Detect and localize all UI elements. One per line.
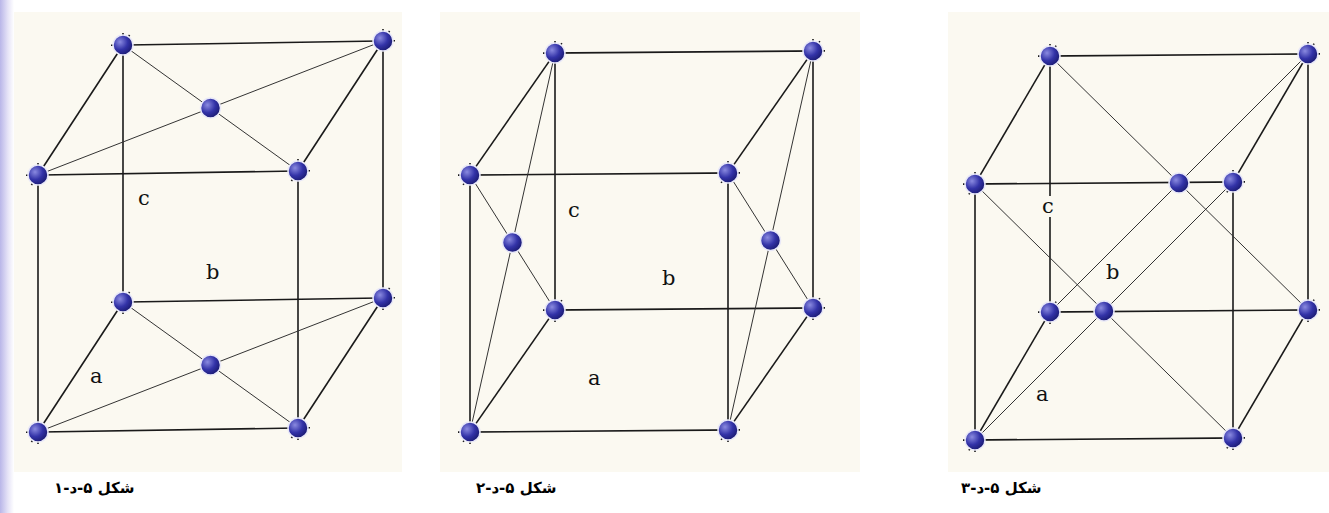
atom bbox=[373, 288, 393, 308]
atom bbox=[1094, 301, 1114, 321]
cell-edge bbox=[1038, 54, 1320, 56]
cell-edge bbox=[974, 172, 976, 452]
atom bbox=[803, 41, 823, 61]
axis-label: a bbox=[1034, 384, 1051, 405]
atom bbox=[1040, 302, 1060, 322]
atom bbox=[1223, 172, 1243, 192]
unit-cell bbox=[458, 39, 825, 444]
cell-edge bbox=[469, 163, 471, 444]
atom bbox=[460, 165, 480, 185]
figure-caption: شکل ۵-د-۲ bbox=[470, 478, 563, 498]
cell-edge bbox=[111, 41, 395, 45]
axis-label: c bbox=[566, 200, 582, 221]
cell-edge bbox=[554, 41, 556, 322]
atom bbox=[460, 422, 480, 442]
face-diagonal bbox=[470, 53, 555, 432]
atom bbox=[373, 31, 393, 51]
axis-label: c bbox=[136, 188, 152, 209]
atom bbox=[965, 174, 985, 194]
cell-edge bbox=[963, 182, 1245, 184]
cell-edge bbox=[463, 43, 562, 185]
cell-edge bbox=[1227, 300, 1314, 449]
unit-cell bbox=[26, 29, 395, 444]
atom bbox=[1298, 300, 1318, 320]
atom bbox=[1298, 44, 1318, 64]
cell-edge bbox=[458, 430, 740, 432]
atom bbox=[113, 35, 133, 55]
face-diagonal bbox=[123, 45, 298, 171]
cell-edge bbox=[31, 35, 129, 185]
atom bbox=[288, 418, 308, 438]
unit-cell bbox=[963, 42, 1320, 452]
axis-label: b bbox=[204, 262, 221, 283]
cell-edge bbox=[543, 51, 825, 53]
axis-label: b bbox=[1104, 262, 1121, 283]
face-diagonal bbox=[470, 175, 555, 310]
atom bbox=[201, 355, 221, 375]
atom bbox=[113, 292, 133, 312]
cell-edge bbox=[463, 300, 562, 442]
cell-edge bbox=[26, 428, 310, 432]
atom bbox=[718, 420, 738, 440]
cell-edge bbox=[543, 308, 825, 310]
face-diagonal bbox=[1050, 54, 1308, 312]
cell-edge bbox=[721, 298, 820, 440]
face-diagonal bbox=[38, 298, 383, 432]
cell-edge bbox=[963, 438, 1245, 440]
cell-edge bbox=[969, 46, 1056, 195]
axis-label: c bbox=[1040, 196, 1056, 217]
cell-edge bbox=[31, 292, 129, 442]
axis-label: a bbox=[88, 366, 105, 387]
face-diagonal bbox=[1050, 56, 1308, 310]
atom bbox=[761, 231, 781, 251]
axis-label: a bbox=[586, 368, 603, 389]
cell-edge bbox=[1038, 310, 1320, 312]
atom bbox=[965, 430, 985, 450]
face-diagonal bbox=[975, 182, 1233, 440]
atom bbox=[1223, 428, 1243, 448]
face-diagonal bbox=[975, 184, 1233, 438]
cell-edge bbox=[291, 288, 389, 438]
cell-edge bbox=[1227, 44, 1314, 193]
face-diagonal bbox=[38, 41, 383, 175]
cell-edge bbox=[26, 171, 310, 175]
panel-ground bbox=[14, 12, 402, 472]
face-diagonal bbox=[123, 302, 298, 428]
cell-edge bbox=[291, 31, 389, 181]
cell-edge bbox=[727, 161, 729, 442]
atom bbox=[1169, 173, 1189, 193]
atom bbox=[1040, 46, 1060, 66]
figure-caption: شکل ۵-د-۱ bbox=[48, 478, 141, 498]
axis-label: b bbox=[660, 268, 677, 289]
atom bbox=[545, 300, 565, 320]
atom bbox=[718, 163, 738, 183]
panel-ground bbox=[948, 12, 1329, 472]
cell-edge bbox=[122, 33, 124, 314]
cell-edge bbox=[721, 41, 820, 183]
cell-edge bbox=[382, 29, 384, 310]
cell-edge bbox=[111, 298, 395, 302]
cell-edge bbox=[1049, 44, 1051, 324]
atom bbox=[288, 161, 308, 181]
cell-edge bbox=[812, 39, 814, 320]
cell-edge bbox=[458, 173, 740, 175]
atom bbox=[201, 98, 221, 118]
atom bbox=[28, 422, 48, 442]
atom bbox=[503, 233, 523, 253]
atom bbox=[28, 165, 48, 185]
cell-edge bbox=[37, 163, 39, 444]
figure-caption: شکل ۵-د-۳ bbox=[955, 478, 1048, 498]
face-diagonal bbox=[728, 51, 813, 430]
atom bbox=[545, 43, 565, 63]
face-diagonal bbox=[728, 173, 813, 308]
panel-ground bbox=[440, 12, 860, 472]
atom bbox=[803, 298, 823, 318]
cell-edge bbox=[969, 302, 1056, 451]
cell-edge bbox=[1307, 42, 1309, 322]
